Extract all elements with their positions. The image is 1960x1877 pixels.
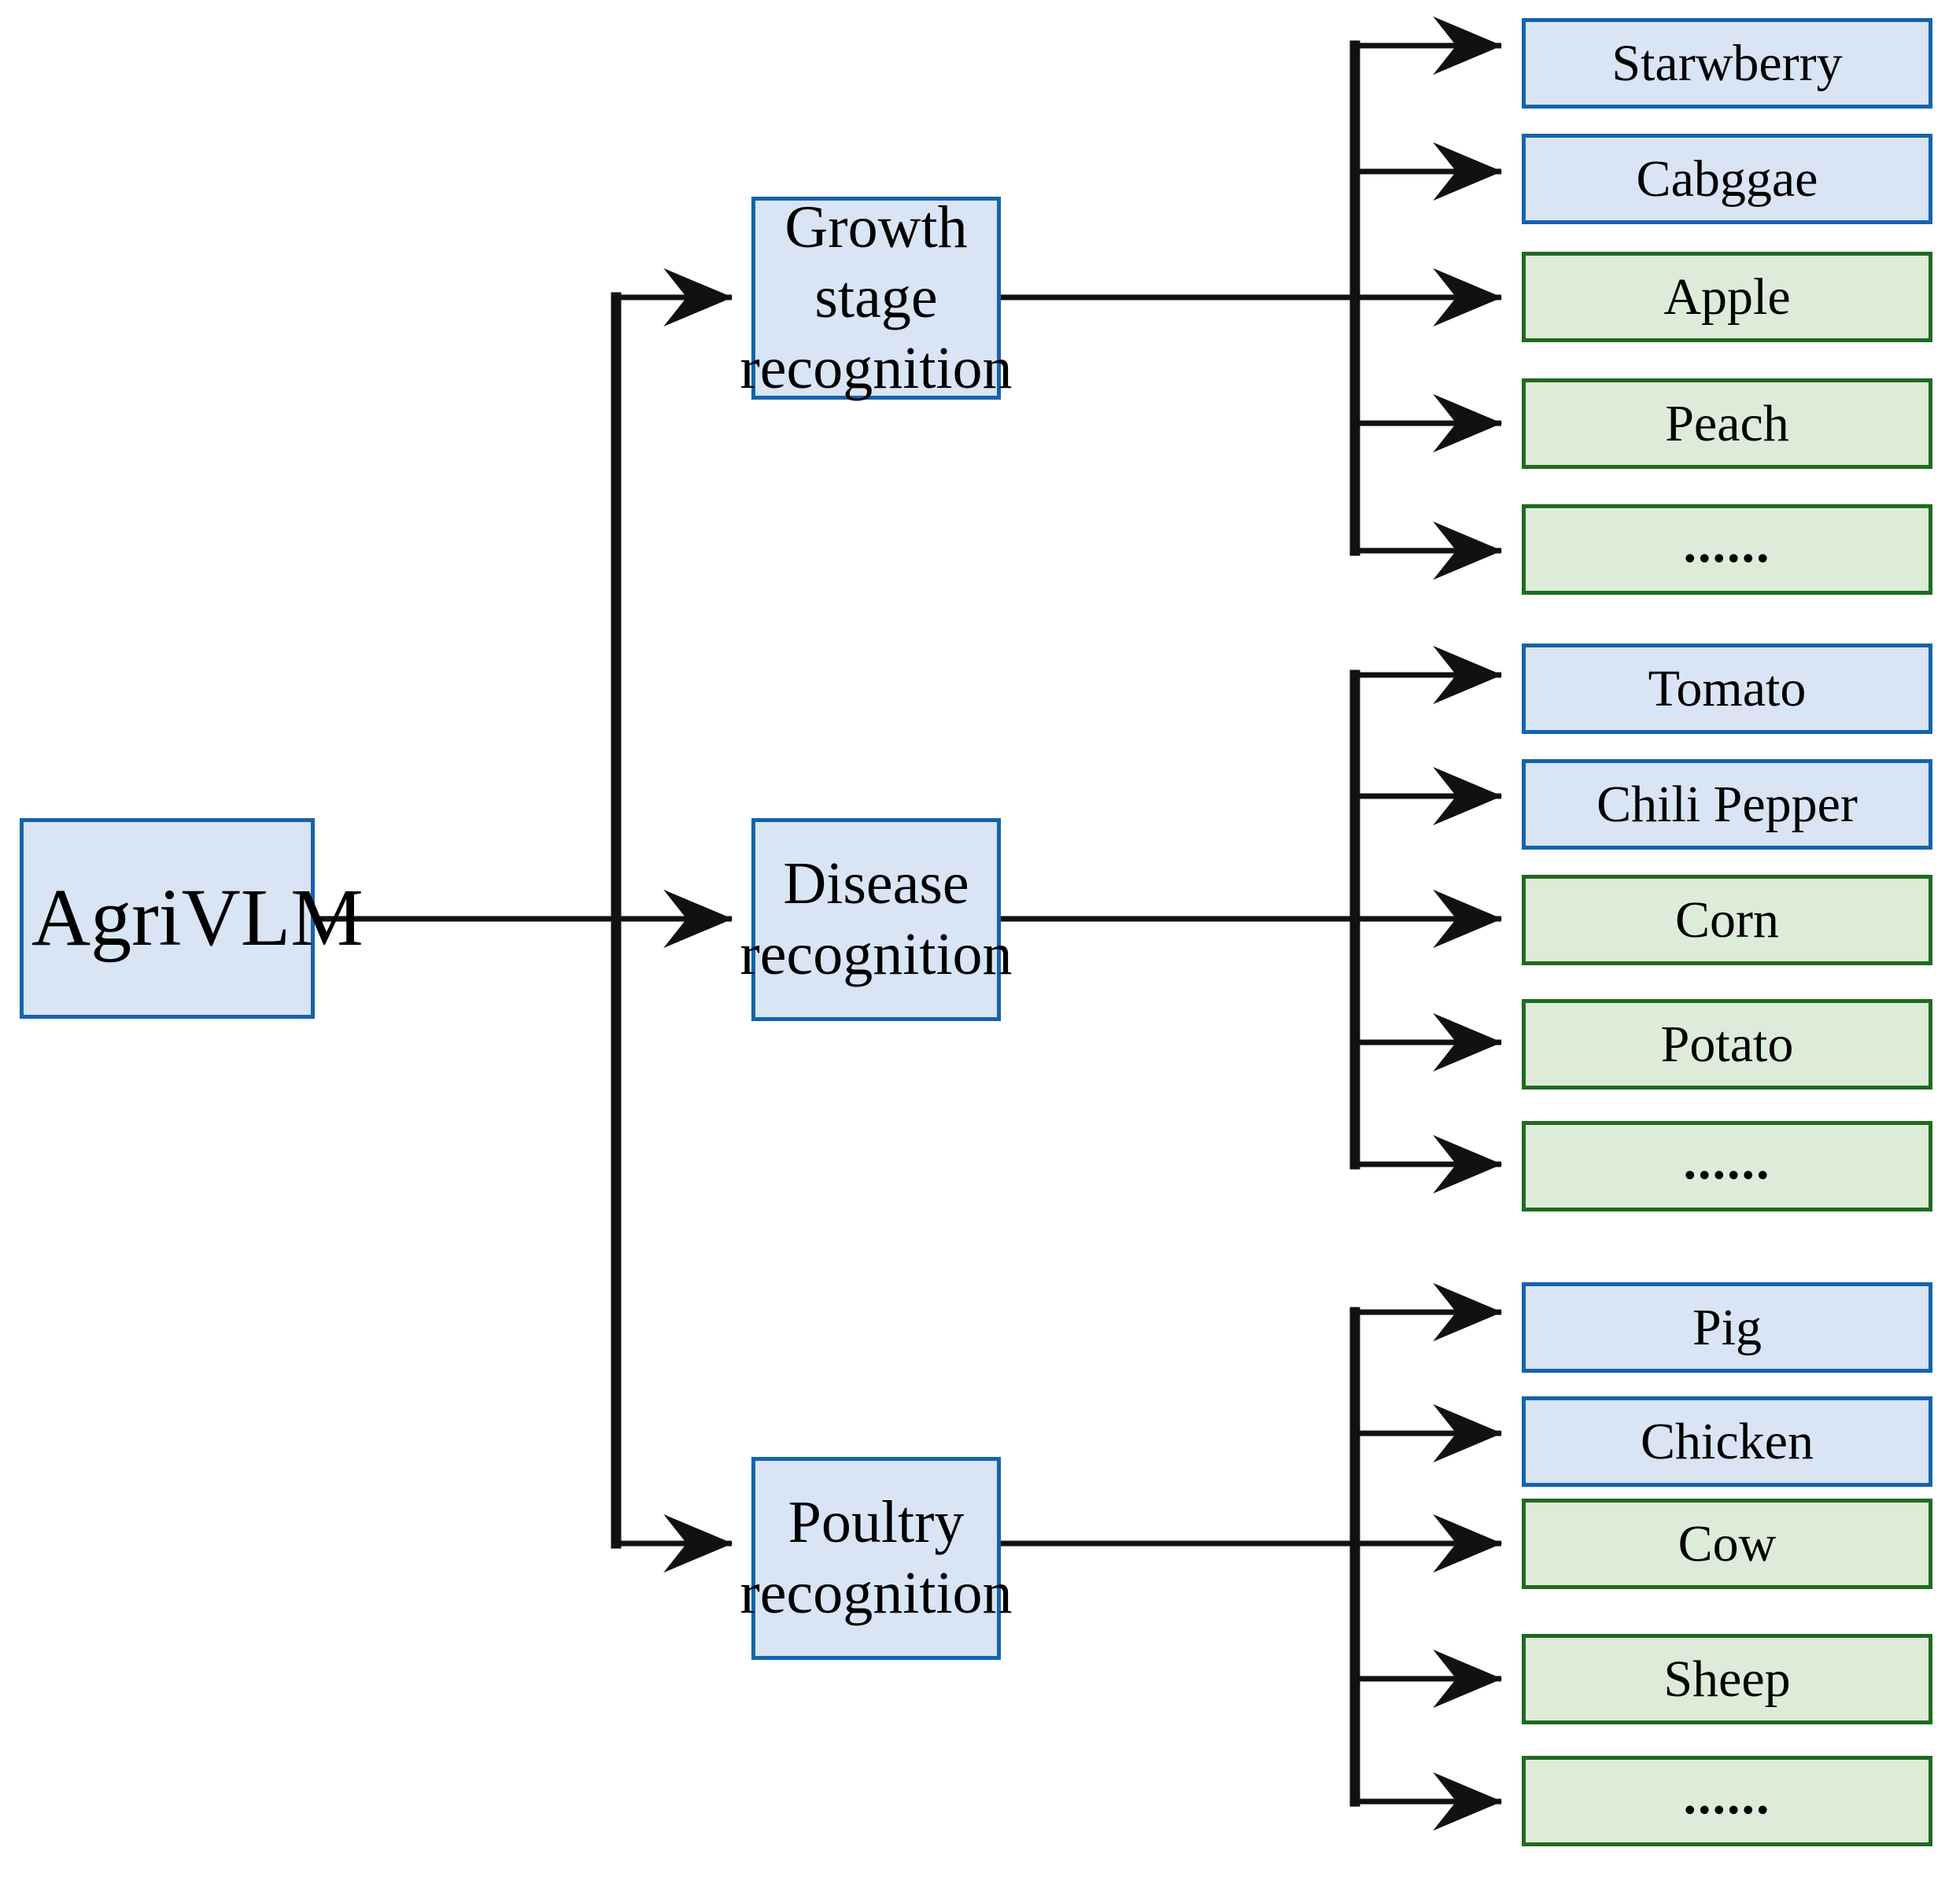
leaf-chicken[interactable]: Chicken (1522, 1396, 1932, 1487)
leaf-poultry-more[interactable]: ...... (1522, 1756, 1932, 1846)
leaf-potato-label: Potato (1660, 1015, 1794, 1073)
leaf-chicken-label: Chicken (1641, 1412, 1814, 1470)
leaf-corn[interactable]: Corn (1522, 875, 1932, 965)
leaf-potato[interactable]: Potato (1522, 999, 1932, 1090)
leaf-chili-pepper[interactable]: Chili Pepper (1522, 759, 1932, 850)
leaf-sheep[interactable]: Sheep (1522, 1634, 1932, 1724)
leaf-cow-label: Cow (1678, 1514, 1777, 1573)
leaf-starwberry[interactable]: Starwberry (1522, 18, 1932, 109)
node-disease-recognition[interactable]: Disease recognition (740, 818, 1013, 1021)
leaf-sheep-label: Sheep (1663, 1650, 1791, 1708)
leaf-cabggae[interactable]: Cabggae (1522, 134, 1932, 224)
leaf-pig-label: Pig (1692, 1298, 1763, 1356)
leaf-growth-stage-more[interactable]: ...... (1522, 504, 1932, 595)
node-growth-stage-recognition[interactable]: Growth stage recognition (740, 194, 1012, 401)
leaf-cabggae-label: Cabggae (1636, 149, 1818, 208)
node-agrivlm[interactable]: AgriVLM (20, 818, 364, 1019)
leaf-pig[interactable]: Pig (1522, 1282, 1932, 1373)
leaf-disease-more-label: ...... (1683, 1132, 1771, 1190)
leaf-chili-pepper-label: Chili Pepper (1596, 775, 1858, 833)
leaf-poultry-more-label: ...... (1683, 1767, 1771, 1825)
node-poultry-recognition-label: Poultry recognition (740, 1489, 1013, 1626)
leaf-peach-label: Peach (1665, 394, 1789, 452)
node-poultry-recognition[interactable]: Poultry recognition (740, 1457, 1013, 1660)
leaf-corn-label: Corn (1675, 891, 1779, 949)
node-disease-recognition-label: Disease recognition (740, 850, 1013, 987)
leaf-tomato[interactable]: Tomato (1522, 643, 1932, 734)
leaf-tomato-label: Tomato (1648, 659, 1807, 717)
connector-disease-to-right-spine (1001, 645, 1503, 1194)
leaf-apple[interactable]: Apple (1522, 252, 1932, 342)
leaf-cow[interactable]: Cow (1522, 1499, 1932, 1589)
leaf-disease-more[interactable]: ...... (1522, 1121, 1932, 1211)
connector-poultry-to-right-spine (1001, 1282, 1503, 1831)
leaf-peach[interactable]: Peach (1522, 378, 1932, 469)
node-agrivlm-label: AgriVLM (31, 872, 364, 964)
connector-growth-stage-to-right-spine (1001, 16, 1503, 581)
leaf-starwberry-label: Starwberry (1611, 34, 1843, 92)
node-growth-stage-recognition-label: Growth stage recognition (740, 194, 1013, 401)
leaf-apple-label: Apple (1663, 267, 1791, 326)
leaf-growth-stage-more-label: ...... (1683, 515, 1771, 573)
